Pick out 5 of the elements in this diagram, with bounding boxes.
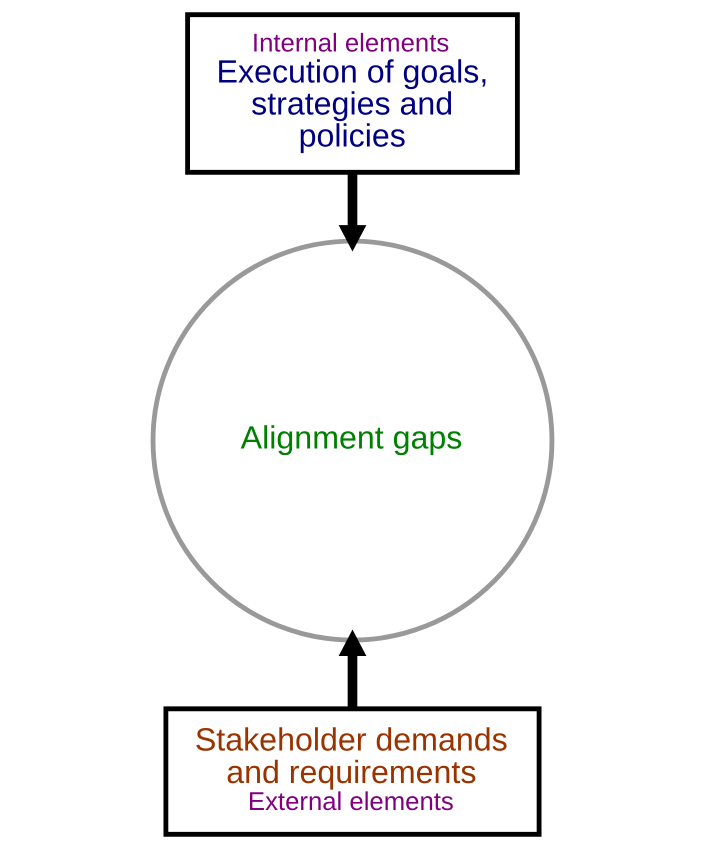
node-box: Internal elements Execution of goals, strategies and policies [184, 12, 520, 175]
arrow [338, 172, 366, 252]
arrow [338, 630, 366, 708]
node-circle: Alignment gaps [150, 238, 554, 642]
node-box: Stakeholder demands and requirements External elements [162, 706, 542, 837]
